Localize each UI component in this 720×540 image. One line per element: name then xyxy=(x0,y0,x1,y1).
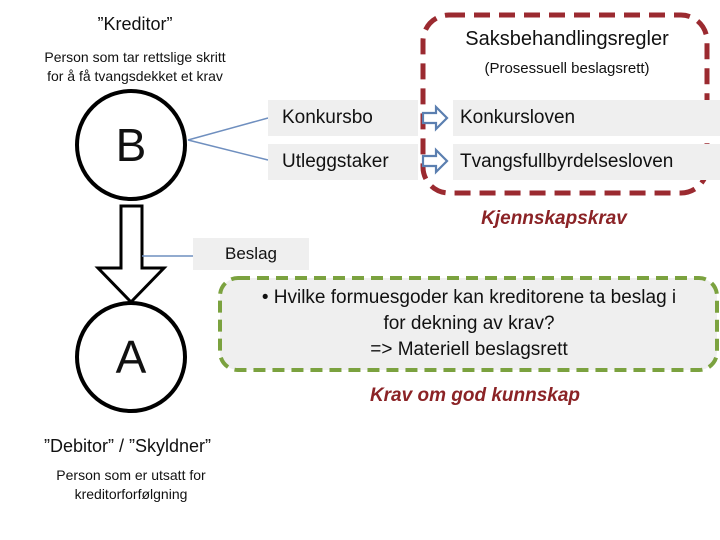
creditor-description-line: Person som tar rettslige skritt xyxy=(44,49,226,65)
debtor-description-line: Person som er utsatt for xyxy=(56,467,206,483)
seizure-question-line-text: Hvilke formuesgoder kan kreditorene ta b… xyxy=(273,287,677,308)
seizure-question-line: • Hvilke formuesgoder kan kreditorene ta… xyxy=(224,285,714,311)
seizure-box: Beslag xyxy=(193,238,309,270)
debtor-description: Person som er utsatt for kreditorforfølg… xyxy=(16,466,246,504)
procedure-rules-title: Saksbehandlingsregler xyxy=(465,28,669,50)
row-right-label: Konkursloven xyxy=(460,107,576,128)
good-knowledge-requirement: Krav om god kunnskap xyxy=(369,385,581,406)
connector-line-konkursbo xyxy=(187,117,269,141)
down-arrow xyxy=(94,204,168,305)
arrow-right-icon xyxy=(421,104,449,132)
creditor-description: Person som tar rettslige skritt for å få… xyxy=(8,48,262,86)
creditor-circle xyxy=(75,89,187,201)
row-left-label: Konkursbo xyxy=(282,107,373,128)
row-box-tvangsfullbyrdelsesloven: Tvangsfullbyrdelsesloven xyxy=(453,144,720,180)
row-box-konkursloven: Konkursloven xyxy=(453,100,720,136)
seizure-label: Beslag xyxy=(225,244,277,263)
creditor-title: ”Kreditor” xyxy=(97,14,173,34)
arrow-right-icon xyxy=(421,147,449,175)
seizure-question-line: for dekning av krav? xyxy=(383,313,555,334)
debtor-title: ”Debitor” / ”Skyldner” xyxy=(43,436,212,456)
row-left-label: Utleggstaker xyxy=(282,151,389,172)
connector-line-utleggstaker xyxy=(187,139,269,161)
debtor-description-line: kreditorforfølgning xyxy=(74,486,188,502)
question-box-border xyxy=(218,276,719,372)
creditor-description-line: for å få tvangsdekket et krav xyxy=(47,68,223,84)
row-box-konkursbo: Konkursbo xyxy=(268,100,418,136)
seizure-question-line: => Materiell beslagsrett xyxy=(370,339,568,360)
bullet: • xyxy=(261,287,269,308)
debtor-circle-letter: A xyxy=(115,331,147,383)
row-box-utleggstaker: Utleggstaker xyxy=(268,144,418,180)
row-right-label: Tvangsfullbyrdelsesloven xyxy=(460,151,674,172)
seizure-question: • Hvilke formuesgoder kan kreditorene ta… xyxy=(224,285,714,363)
knowledge-requirement: Kjennskapskrav xyxy=(481,208,627,229)
creditor-circle-letter: B xyxy=(115,119,147,171)
procedure-rules-subtitle: (Prosessuell beslagsrett) xyxy=(484,60,650,77)
